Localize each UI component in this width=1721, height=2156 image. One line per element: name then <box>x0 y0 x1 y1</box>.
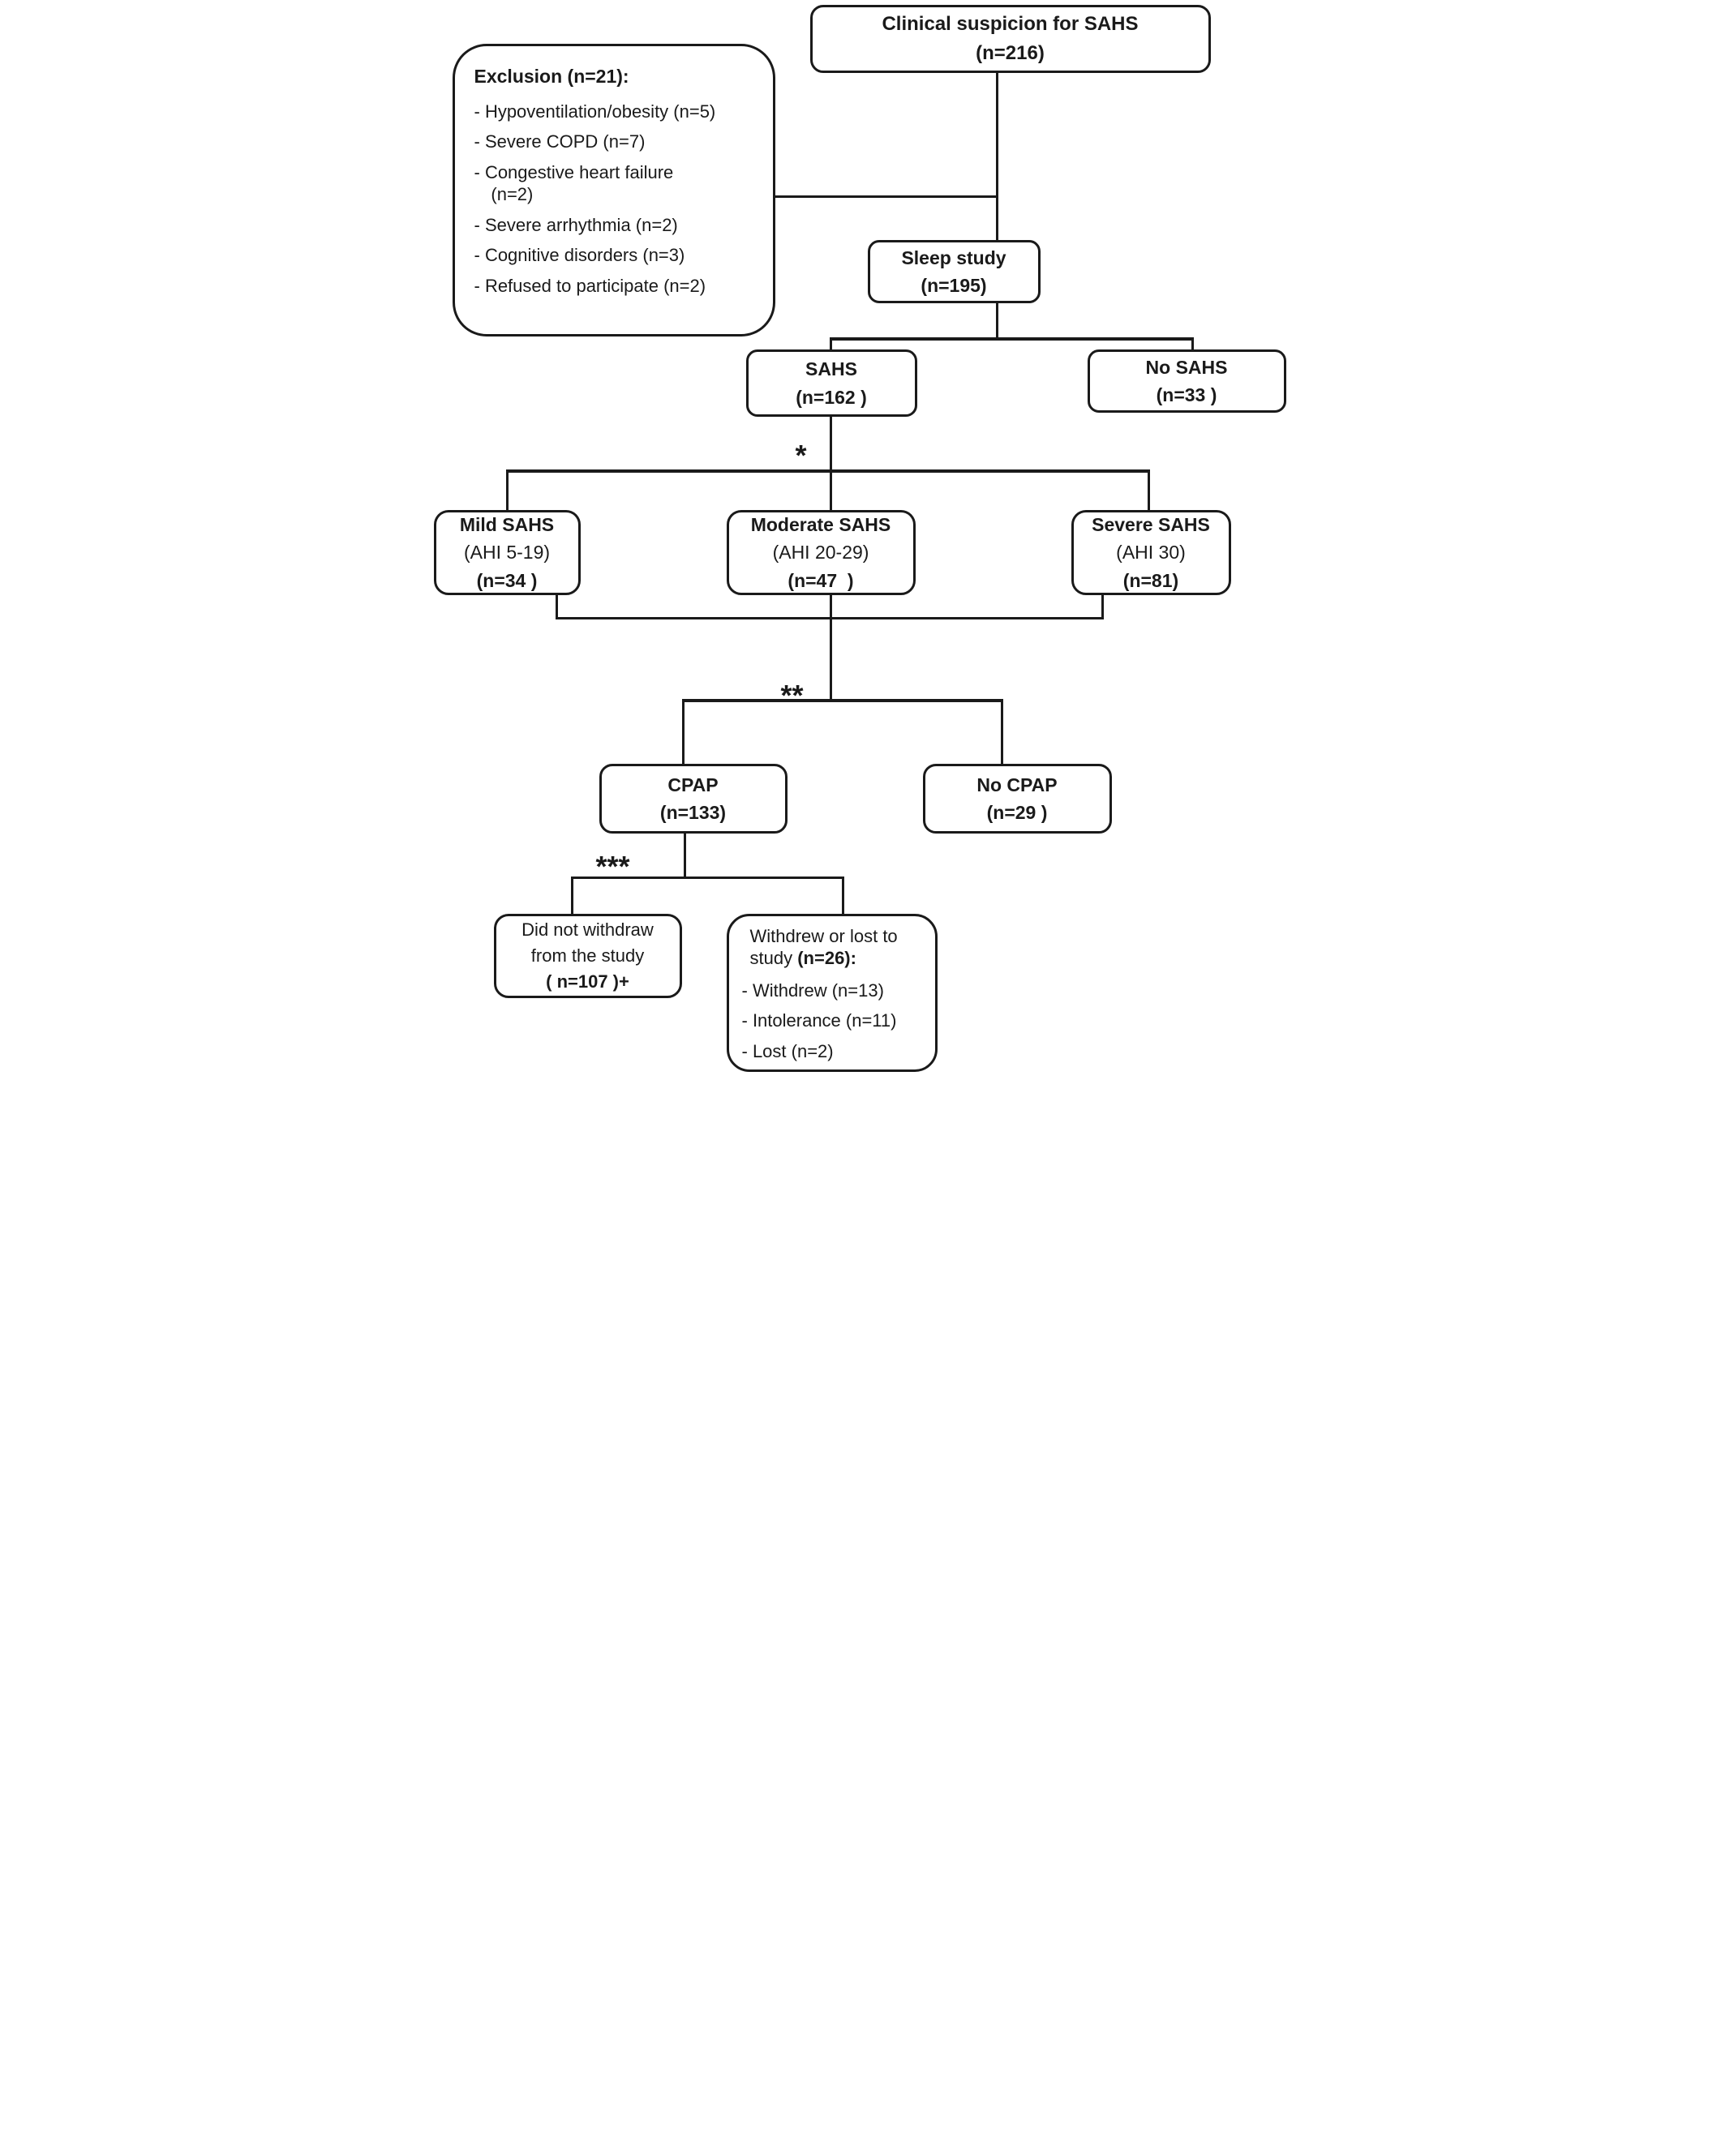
cpap-box: CPAP (n=133) <box>599 764 788 834</box>
line-sahs-split-bar <box>829 337 1194 341</box>
moderate-sahs-n: (n=47 ) <box>788 569 854 591</box>
line-sahs-drop <box>829 339 832 351</box>
line-exclusion-branch <box>775 195 997 198</box>
line-sleep-stem <box>995 303 998 339</box>
exclusion-item: - Refused to participate (n=2) <box>474 275 706 296</box>
severe-sahs-title: Severe SAHS <box>1092 513 1210 535</box>
moderate-sahs-box: Moderate SAHS (AHI 20-29) (n=47 ) <box>726 510 916 595</box>
severe-sahs-ahi: (AHI 30) <box>1116 542 1186 564</box>
no-cpap-n: (n=29 ) <box>986 802 1048 823</box>
no-cpap-title: No CPAP <box>976 774 1058 795</box>
severe-sahs-n: (n=81) <box>1122 569 1179 591</box>
no-cpap-box: No CPAP (n=29 ) <box>922 764 1112 834</box>
did-not-withdraw-line1: Did not withdraw <box>521 919 654 941</box>
line-withdrew-drop <box>841 878 844 915</box>
sleep-study-box: Sleep study (n=195) <box>867 240 1041 303</box>
flowchart-canvas: * ** *** Clinical suspicion for SAHS (n=… <box>430 0 1291 1078</box>
withdrew-item: - Intolerance (n=11) <box>741 1010 897 1031</box>
no-sahs-box: No SAHS (n=33 ) <box>1087 349 1286 413</box>
line-sahs-stem <box>829 415 832 471</box>
cpap-n: (n=133) <box>659 802 727 823</box>
no-sahs-n: (n=33 ) <box>1156 384 1217 405</box>
exclusion-box: Exclusion (n=21): - Hypoventilation/obes… <box>452 44 775 336</box>
sleep-study-title: Sleep study <box>901 246 1006 268</box>
line-cpap-drop <box>681 701 685 765</box>
mild-sahs-ahi: (AHI 5-19) <box>463 542 551 564</box>
line-moderate-drop <box>829 471 832 512</box>
withdrew-item: - Withdrew (n=13) <box>741 979 884 1001</box>
severe-sahs-box: Severe SAHS (AHI 30) (n=81) <box>1071 510 1231 595</box>
line-cpap-stem <box>683 832 686 878</box>
line-severity-stem <box>829 594 832 701</box>
line-no-sahs-drop <box>1191 339 1194 351</box>
clinical-suspicion-title: Clinical suspicion for SAHS <box>882 13 1139 35</box>
exclusion-item: - Severe arrhythmia (n=2) <box>474 214 678 235</box>
line-mild-merge <box>555 594 558 619</box>
line-withdraw-split-bar <box>570 877 844 879</box>
cpap-split-asterisk: ** <box>780 679 804 712</box>
exclusion-item: - Hypoventilation/obesity (n=5) <box>474 101 716 122</box>
mild-sahs-box: Mild SAHS (AHI 5-19) (n=34 ) <box>433 510 581 595</box>
line-no-cpap-drop <box>1000 701 1003 765</box>
exclusion-item: - Congestive heart failure (n=2) <box>474 161 674 205</box>
exclusion-item: - Severe COPD (n=7) <box>474 131 646 152</box>
sahs-title: SAHS <box>805 358 857 379</box>
did-not-withdraw-box: Did not withdraw from the study ( n=107 … <box>493 914 682 998</box>
did-not-withdraw-line2: from the study <box>530 945 645 967</box>
sahs-n: (n=162 ) <box>796 386 867 408</box>
line-cpap-split-bar <box>681 699 1003 702</box>
cpap-title: CPAP <box>667 774 719 795</box>
withdrew-intro-n: (n=26): <box>797 947 856 968</box>
withdrew-intro: Withdrew or lost to study (n=26): <box>742 926 927 970</box>
line-severity-split-bar <box>505 469 1150 473</box>
did-not-withdraw-n: ( n=107 )+ <box>546 971 629 992</box>
withdraw-split-asterisk: *** <box>595 850 630 883</box>
mild-sahs-n: (n=34 ) <box>476 569 538 591</box>
sahs-box: SAHS (n=162 ) <box>745 349 917 417</box>
sleep-study-n: (n=195) <box>921 275 987 296</box>
line-severe-drop <box>1147 471 1150 512</box>
no-sahs-title: No SAHS <box>1145 356 1228 378</box>
withdrew-item: - Lost (n=2) <box>741 1041 834 1062</box>
line-did-not-withdraw-drop <box>570 878 573 915</box>
moderate-sahs-title: Moderate SAHS <box>750 513 891 535</box>
line-clinical-to-sleep <box>995 73 998 240</box>
moderate-sahs-ahi: (AHI 20-29) <box>772 542 869 564</box>
clinical-suspicion-n: (n=216) <box>976 42 1045 64</box>
withdrew-intro-text: Withdrew or lost to study <box>749 926 898 968</box>
clinical-suspicion-box: Clinical suspicion for SAHS (n=216) <box>809 5 1211 73</box>
line-mild-drop <box>505 471 509 512</box>
exclusion-item: - Cognitive disorders (n=3) <box>474 245 685 265</box>
withdrew-or-lost-box: Withdrew or lost to study (n=26): - With… <box>726 914 938 1072</box>
exclusion-title: Exclusion (n=21): <box>474 66 629 87</box>
line-severe-merge <box>1101 594 1104 619</box>
severity-split-asterisk: * <box>795 439 807 472</box>
mild-sahs-title: Mild SAHS <box>459 513 555 535</box>
